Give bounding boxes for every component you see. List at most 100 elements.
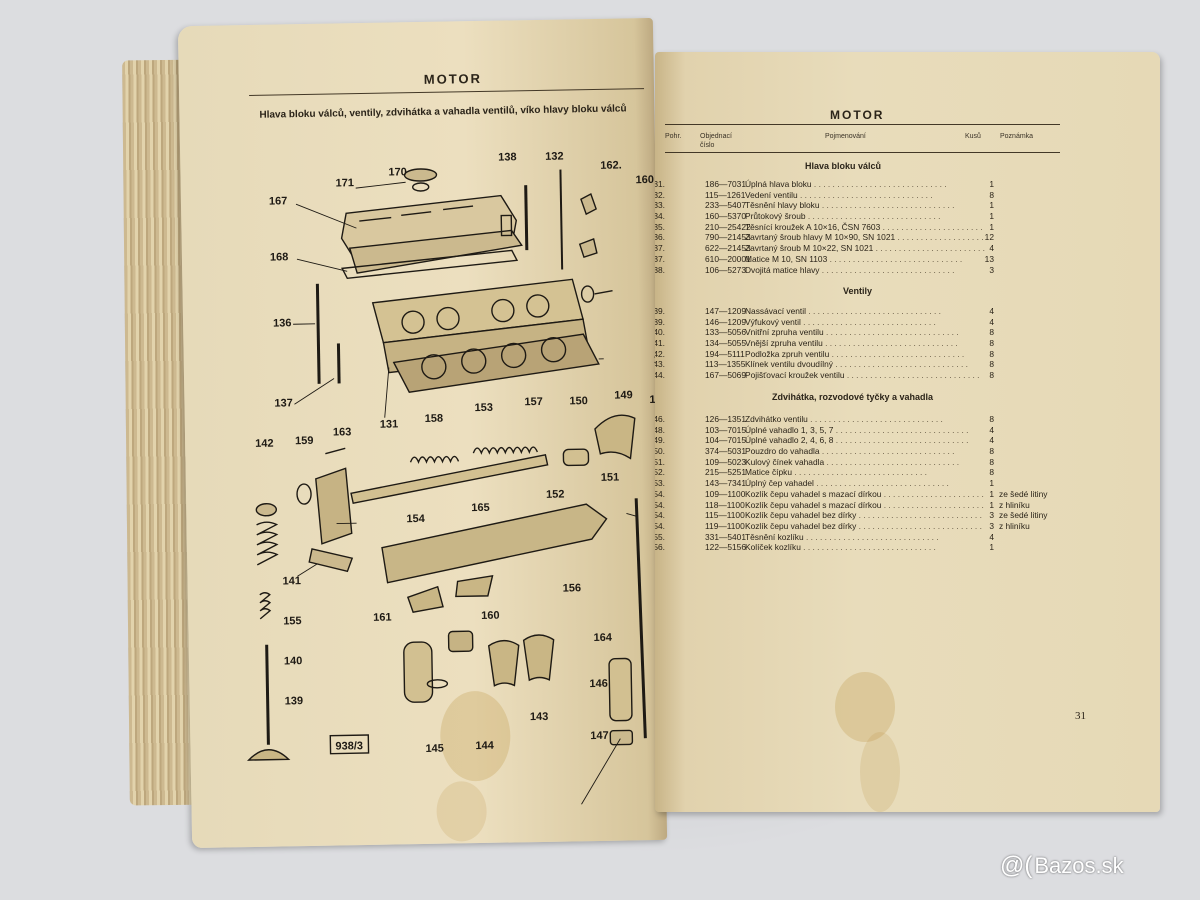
row-position: 38. [655,264,665,275]
header-rule [665,124,1060,125]
part-name: Nassávací ventil [745,306,985,316]
left-page: MOTOR Hlava bloku válců, ventily, zdvihá… [177,17,668,849]
quantity: 13 [984,253,994,264]
order-number: 133—5056 [705,327,746,338]
callout-label: 149 [614,389,633,401]
order-number: 147—1209 [705,306,746,316]
part-name: Matice čípku [745,467,985,477]
part-name: Těsnění kozlíku [745,532,985,542]
order-number: 233—5407 [705,200,746,211]
part-name: Vnější zpruha ventilu [745,338,985,348]
section-title: Ventily [843,286,873,296]
part-name: Vedení ventilu [745,190,985,200]
order-number: 143—7341 [705,478,746,489]
quantity: 3 [989,510,994,521]
order-number: 167—5069 [705,370,746,381]
bazos-at-icon: @( [1000,852,1033,879]
water-stain [835,672,895,742]
order-number: 109—1100 [705,488,746,499]
part-name: Kozlík čepu vahadel bez dírky [745,510,985,520]
quantity: 1 [989,499,994,510]
callout-label: 159 [295,435,314,447]
callout-label: 147 [590,730,609,742]
row-position: 35. [655,221,665,232]
row-position: 39. [655,306,665,316]
part-name: Úplné vahadlo 2, 4, 6, 8 [745,435,985,445]
quantity: 8 [989,348,994,359]
part-name: Úplná hlava bloku [745,179,985,189]
part-name: Zavrtaný šroub M 10×22, SN 1021 [745,243,985,253]
order-number: 134—5055 [705,338,746,349]
quantity: 1 [989,488,994,499]
order-number: 210—25422 [705,221,751,232]
quantity: 8 [989,446,994,457]
row-position: 50. [655,446,665,457]
row-position: 54. [655,488,665,499]
callout-label: 143 [530,711,549,723]
order-number: 113—1355 [705,359,746,370]
callout-label: 138 [498,151,517,163]
part-name: Zavrtaný šroub hlavy M 10×90, SN 1021 [745,232,985,242]
order-number: 331—5401 [705,531,746,542]
part-name: Těsnění hlavy bloku [745,200,985,210]
order-number: 115—1261 [705,189,746,200]
callout-label: 170 [388,166,407,178]
note: ze šedé litiny [999,488,1048,499]
part-name: Klínek ventilu dvoudílný [745,359,985,369]
note: ze šedé litiny [999,510,1048,521]
note: z hliníku [999,520,1030,531]
quantity: 3 [989,264,994,275]
quantity: 12 [984,232,994,243]
row-position: 33. [655,200,665,211]
quantity: 8 [989,327,994,338]
water-stain [860,732,900,812]
callout-label: 153 [474,402,493,414]
order-number: 610—20001 [705,253,751,264]
column-header-qty: Kusů [965,133,981,140]
callout-label: 132 [545,150,564,162]
callout-label: 161 [373,612,392,624]
part-name: Kozlík čepu vahadel s mazací dírkou [745,489,985,499]
row-position: 39. [655,316,665,327]
quantity: 8 [989,414,994,424]
row-position: 43. [655,359,665,370]
callout-label: 140 [284,655,303,667]
callout-label: 136 [273,317,292,329]
order-number: 104—7015 [705,435,746,446]
order-number: 215—5251 [705,467,746,478]
row-position: 54. [655,510,665,521]
callout-label: 165 [471,502,490,514]
part-name: Pouzdro do vahadla [745,446,985,456]
order-number: 146—1209 [705,316,746,327]
callout-label: 152 [546,489,565,501]
callout-label: 171 [336,177,355,189]
order-number: 119—1100 [705,520,745,531]
row-position: 41. [655,338,665,349]
order-number: 118—1100 [705,499,745,510]
row-position: 37. [655,243,665,254]
part-name: Úplné vahadlo 1, 3, 5, 7 [745,425,985,435]
part-name: Zdvihátko ventilu [745,414,985,424]
order-number: 374—5031 [705,446,746,457]
page-number: 31 [1075,710,1086,722]
quantity: 3 [989,520,994,531]
note: z hliníku [999,499,1030,510]
order-number: 106—5273 [705,264,746,275]
column-header-pos: Pohr. [665,133,682,140]
row-position: 42. [655,348,665,359]
callout-label: 155 [283,615,302,627]
column-header-name: Pojmenování [825,133,866,140]
